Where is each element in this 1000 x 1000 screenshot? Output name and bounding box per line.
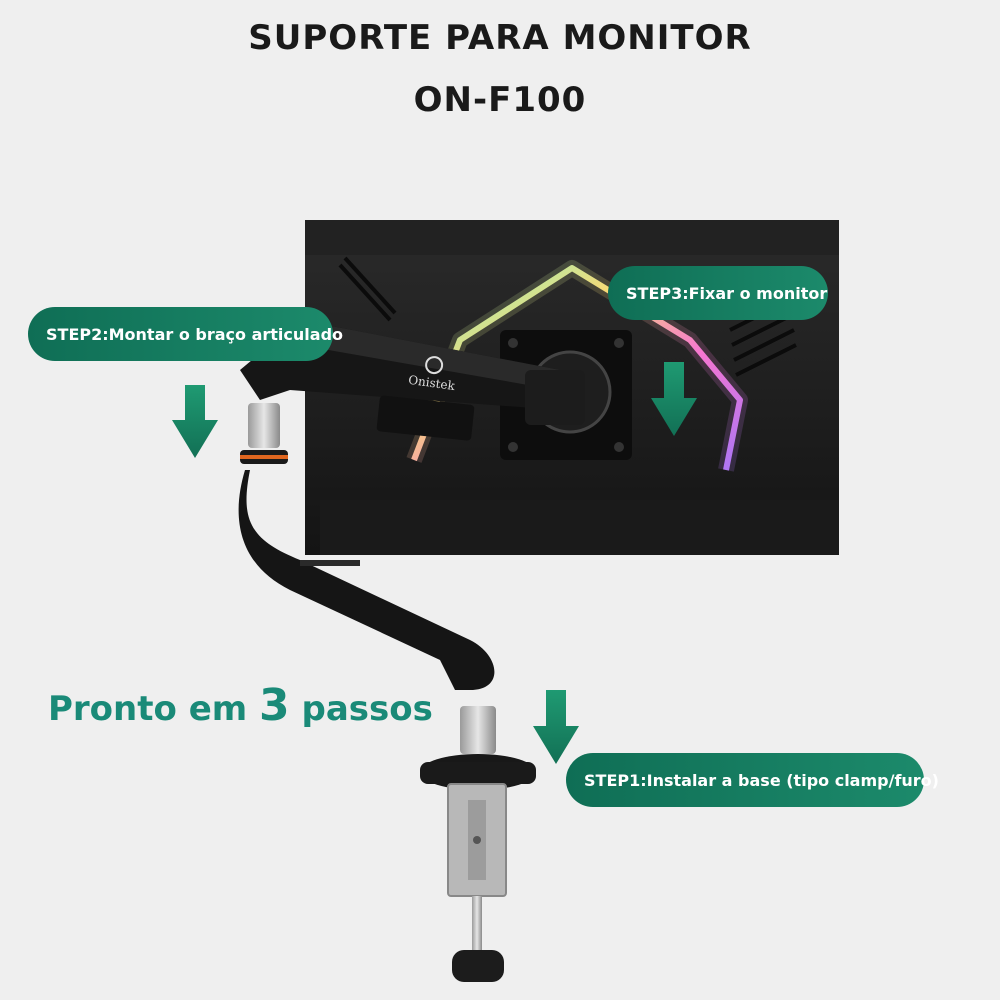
arrow-down-icon xyxy=(172,385,218,458)
step2-label: STEP2:Montar o braço articulado xyxy=(28,307,343,361)
tagline-suffix: passos xyxy=(301,689,433,729)
arrow-down-icon xyxy=(533,690,579,764)
model-title: ON-F100 xyxy=(413,80,587,120)
page-title: SUPORTE PARA MONITOR xyxy=(248,18,752,58)
desk-clamp xyxy=(420,706,536,982)
logo-icon xyxy=(423,354,445,376)
tagline-number: 3 xyxy=(259,680,290,731)
tagline: Pronto em 3 passos xyxy=(48,680,433,731)
arrow-down-icon xyxy=(651,362,697,436)
brand-logo: Onistek xyxy=(406,353,460,394)
step1-label: STEP1:Instalar a base (tipo clamp/furo) xyxy=(566,753,939,807)
step3-label: STEP3:Fixar o monitor xyxy=(608,266,828,320)
tagline-prefix: Pronto em xyxy=(48,689,248,729)
